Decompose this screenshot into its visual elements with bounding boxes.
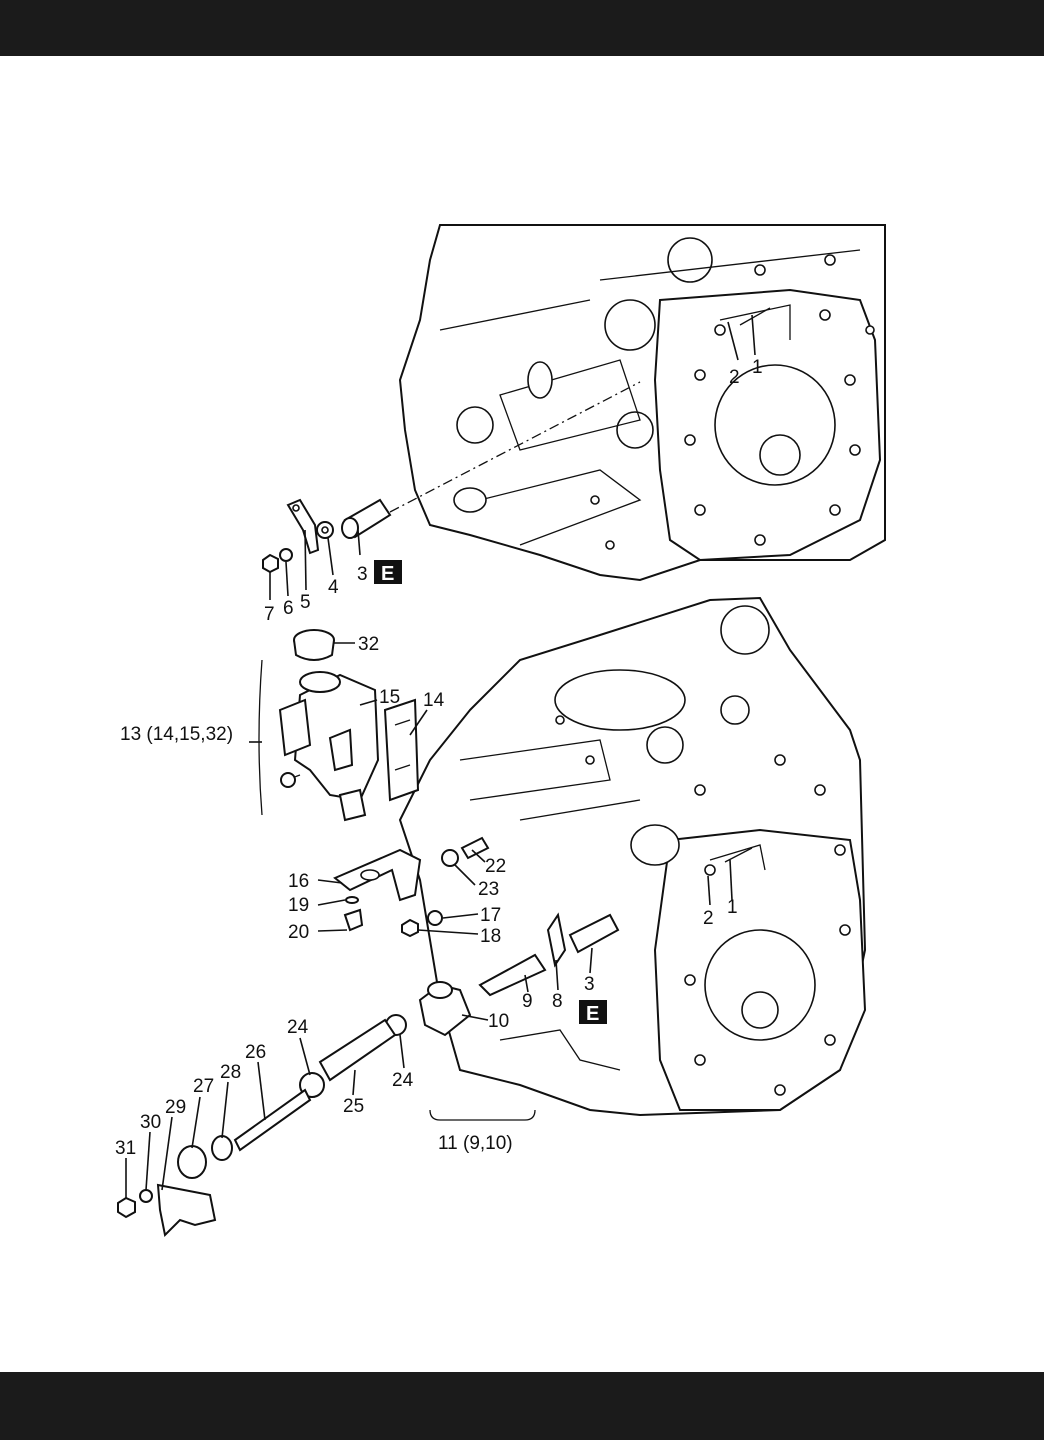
label-22: 22 <box>485 856 506 877</box>
svg-text:E: E <box>586 1003 599 1025</box>
label-11-group: 11 (9,10) <box>438 1133 513 1154</box>
label-13-group: 13 (14,15,32) <box>120 724 233 745</box>
label-2-upper: 2 <box>729 367 740 388</box>
label-25: 25 <box>343 1096 364 1117</box>
lower-engine-block <box>398 596 867 1117</box>
label-23: 23 <box>478 879 499 900</box>
label-24-upper: 24 <box>287 1017 309 1038</box>
upper-small-parts <box>262 381 641 574</box>
label-19: 19 <box>288 895 309 916</box>
label-1-lower: 1 <box>727 897 738 918</box>
part-number-labels: 1 2 3 4 5 6 7 32 15 14 13 (14,15,32) 22 … <box>115 357 763 1159</box>
label-14: 14 <box>423 690 445 711</box>
label-26: 26 <box>245 1042 266 1063</box>
label-24-lower: 24 <box>392 1070 414 1091</box>
label-2-lower: 2 <box>703 908 714 929</box>
upper-engine-block <box>398 224 886 582</box>
label-28: 28 <box>220 1062 241 1083</box>
label-9: 9 <box>522 991 533 1012</box>
label-4: 4 <box>328 577 339 598</box>
label-3-upper: 3 <box>357 564 368 585</box>
badge-e-lower: E <box>579 1000 607 1025</box>
label-32: 32 <box>358 634 379 655</box>
label-16: 16 <box>288 871 309 892</box>
label-7: 7 <box>264 604 275 625</box>
lower-assembly-parts <box>117 629 620 1238</box>
badge-e-upper: E <box>374 560 402 585</box>
svg-text:E: E <box>381 563 394 585</box>
label-15: 15 <box>379 687 400 708</box>
label-30: 30 <box>140 1112 161 1133</box>
label-31: 31 <box>115 1138 136 1159</box>
label-20: 20 <box>288 922 309 943</box>
label-8: 8 <box>552 991 563 1012</box>
label-29: 29 <box>165 1097 186 1118</box>
label-6: 6 <box>283 598 294 619</box>
label-1-upper: 1 <box>752 357 763 378</box>
bottom-footer-bar <box>0 1372 1044 1440</box>
leader-lines <box>125 314 756 1198</box>
label-17: 17 <box>480 905 501 926</box>
label-10: 10 <box>488 1011 509 1032</box>
label-27: 27 <box>193 1076 214 1097</box>
label-18: 18 <box>480 926 501 947</box>
label-5: 5 <box>300 592 311 613</box>
top-header-bar <box>0 0 1044 56</box>
label-3-lower: 3 <box>584 974 595 995</box>
